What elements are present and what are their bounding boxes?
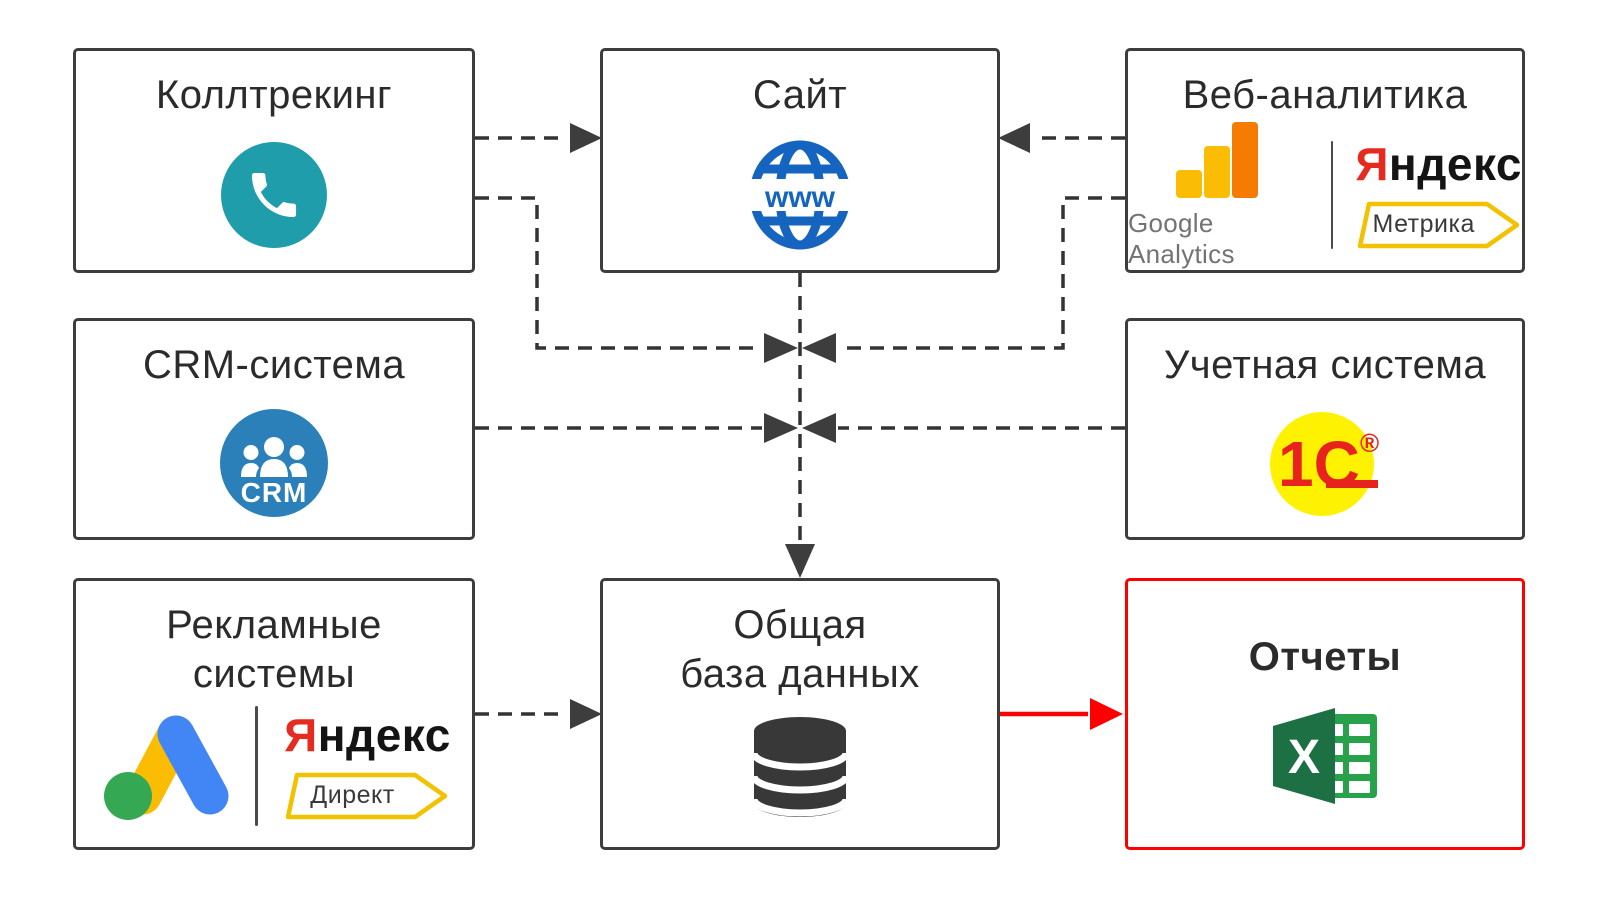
excel-icon: X: [1273, 708, 1377, 805]
calltracking-title: Коллтрекинг: [155, 73, 393, 117]
google-analytics-label: Google Analytics: [1128, 207, 1235, 269]
yandex-logo-text: Яндекс: [284, 712, 451, 758]
globe-www-text: www: [764, 181, 836, 214]
node-crm: CRM-система CRM: [73, 318, 475, 540]
node-reports: Отчеты X: [1125, 578, 1525, 850]
logo-divider: [1330, 140, 1334, 249]
ad-systems-title-line2: системы: [192, 651, 356, 696]
yandex-direct-tag: Директ: [285, 772, 449, 820]
reports-title: Отчеты: [1248, 635, 1402, 679]
ad-systems-title-line1: Рекламные: [166, 603, 382, 647]
node-accounting: Учетная система 1С ®: [1125, 318, 1525, 540]
metrica-tag-outline-icon: [1357, 201, 1519, 249]
arrowhead-into-database-top: [785, 544, 815, 578]
database-title-line2: база данных: [680, 651, 920, 696]
crm-icon: CRM: [220, 409, 328, 518]
database-title: Общая база данных: [680, 581, 920, 699]
yandex-metrica-tag: Метрика: [1357, 201, 1521, 249]
arrowhead-into-site-left: [570, 123, 602, 153]
node-calltracking: Коллтрекинг: [73, 48, 475, 273]
google-ads-icon: [104, 715, 229, 820]
metrica-tag-label: Метрика: [1372, 210, 1475, 239]
ad-systems-title: Рекламные системы: [166, 581, 382, 699]
database-icon: [750, 716, 850, 817]
google-analytics-icon: [1176, 121, 1259, 198]
arrowhead-into-reports: [1090, 698, 1123, 730]
yandex-letters-rest: ндекс: [1388, 137, 1522, 190]
crm-title: CRM-система: [142, 343, 406, 387]
accounting-title: Учетная система: [1163, 343, 1487, 387]
site-title: Сайт: [752, 73, 848, 117]
direct-tag-outline-icon: [286, 772, 448, 820]
node-site: Сайт www: [600, 48, 1000, 273]
arrowhead-into-site-right: [998, 123, 1030, 153]
excel-x-text: X: [1288, 731, 1320, 784]
yandex-letter-ya: Я: [1355, 137, 1389, 190]
yandex-letter-ya: Я: [284, 708, 318, 761]
arrowhead-center-lower-right: [802, 413, 836, 443]
phone-icon: [221, 141, 327, 248]
node-database: Общая база данных: [600, 578, 1000, 850]
database-title-line1: Общая: [733, 603, 867, 647]
arrowhead-center-lower-left: [764, 413, 798, 443]
yandex-logo-text: Яндекс: [1355, 141, 1522, 187]
arrowhead-into-database-left: [570, 699, 602, 729]
arrowhead-center-upper-right: [802, 333, 836, 363]
web-analytics-title: Веб-аналитика: [1182, 73, 1468, 117]
direct-tag-label: Директ: [310, 781, 395, 810]
yandex-letters-rest: ндекс: [317, 708, 451, 761]
crm-icon-text: CRM: [241, 477, 308, 508]
globe-www-icon: www: [746, 140, 854, 250]
1c-icon-text: 1С: [1278, 428, 1360, 500]
registered-mark: ®: [1360, 428, 1379, 458]
arrowhead-center-upper-left: [764, 333, 798, 363]
node-web-analytics: Веб-аналитика Google Analytics Яндекс Ме…: [1125, 48, 1525, 273]
node-ad-systems: Рекламные системы Яндекс Директ: [73, 578, 475, 850]
logo-divider: [255, 705, 259, 826]
1c-icon: 1С ®: [1270, 412, 1379, 517]
